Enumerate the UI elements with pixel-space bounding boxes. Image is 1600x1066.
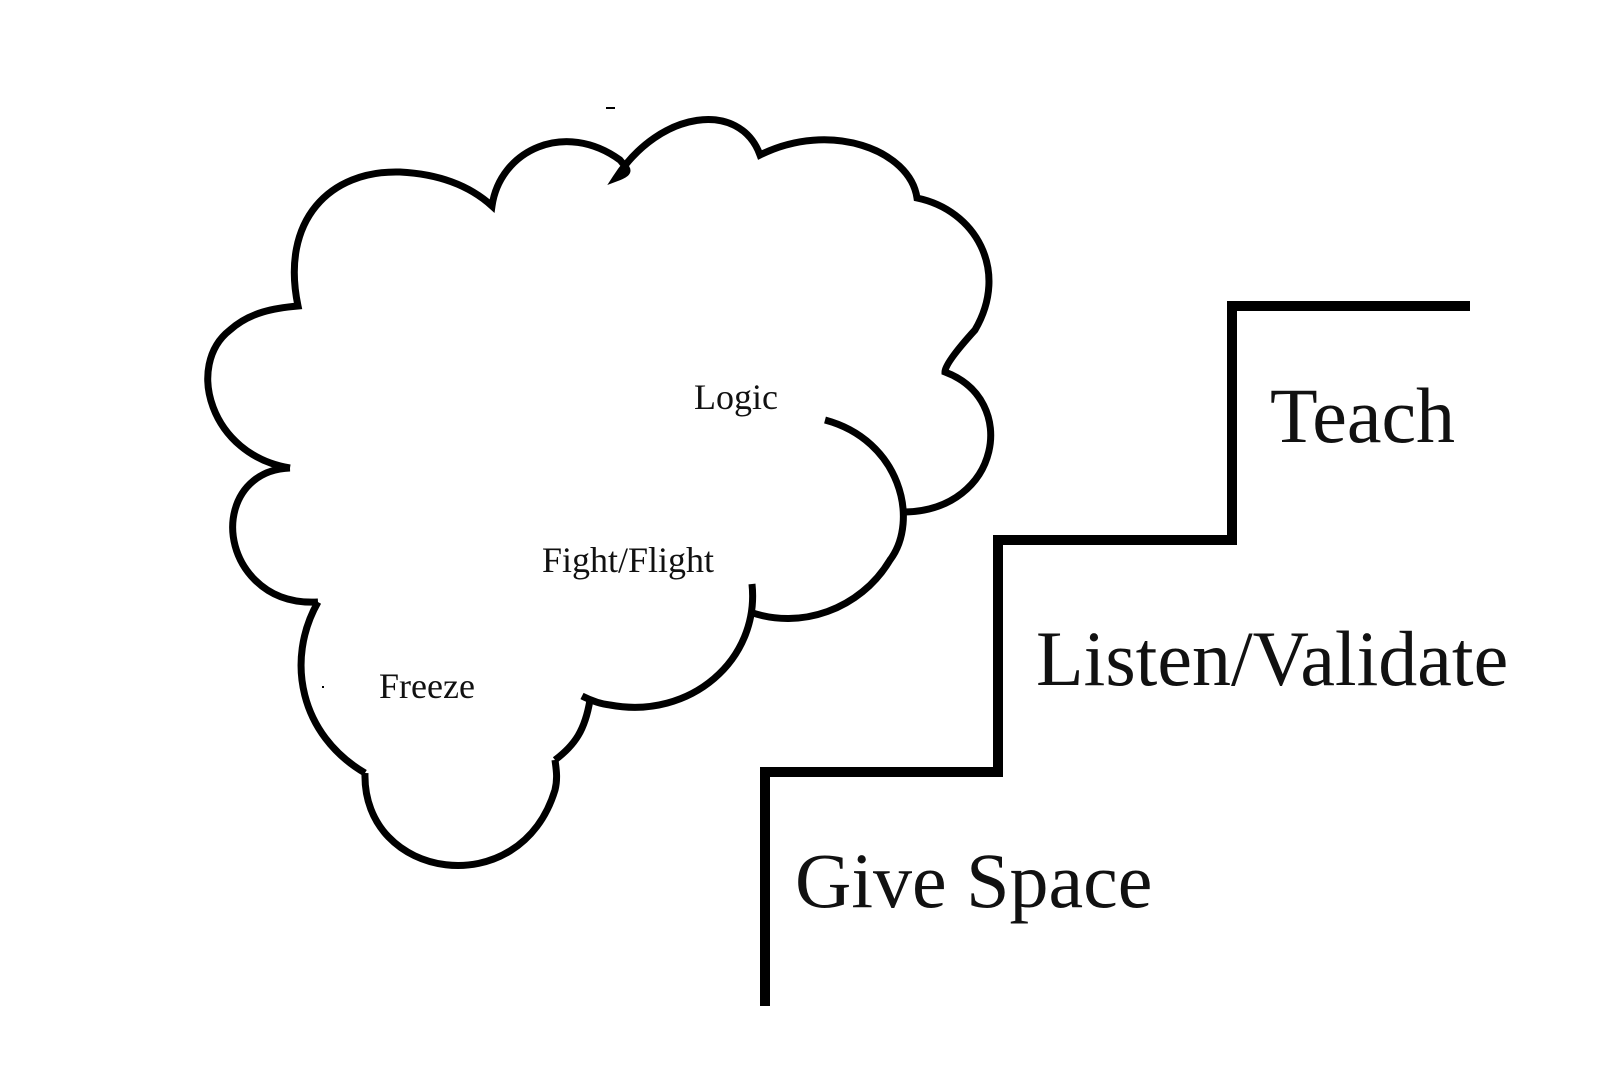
- step-label-listen-validate: Listen/Validate: [1036, 615, 1508, 702]
- brain-speck: [606, 107, 615, 109]
- brain-stem: [361, 759, 561, 869]
- staircase-line: [760, 301, 1470, 1006]
- brain-freeze-right-edge: [552, 699, 594, 763]
- brain-outline: [204, 107, 995, 869]
- brain-label-freeze: Freeze: [379, 666, 475, 706]
- step-label-teach: Teach: [1270, 372, 1455, 459]
- step-label-give-space: Give Space: [795, 837, 1152, 924]
- brain-label-fight-flight: Fight/Flight: [542, 540, 714, 580]
- brain-left-lower-lobe: [229, 464, 319, 606]
- brain-freeze-lobe: [297, 600, 367, 777]
- brain-speck: [322, 686, 324, 688]
- brain-fight-flight-lobe: [580, 583, 757, 711]
- brain-inner-fold: [748, 416, 907, 622]
- brain-label-logic: Logic: [694, 377, 778, 417]
- brain-outer-contour: [204, 116, 995, 516]
